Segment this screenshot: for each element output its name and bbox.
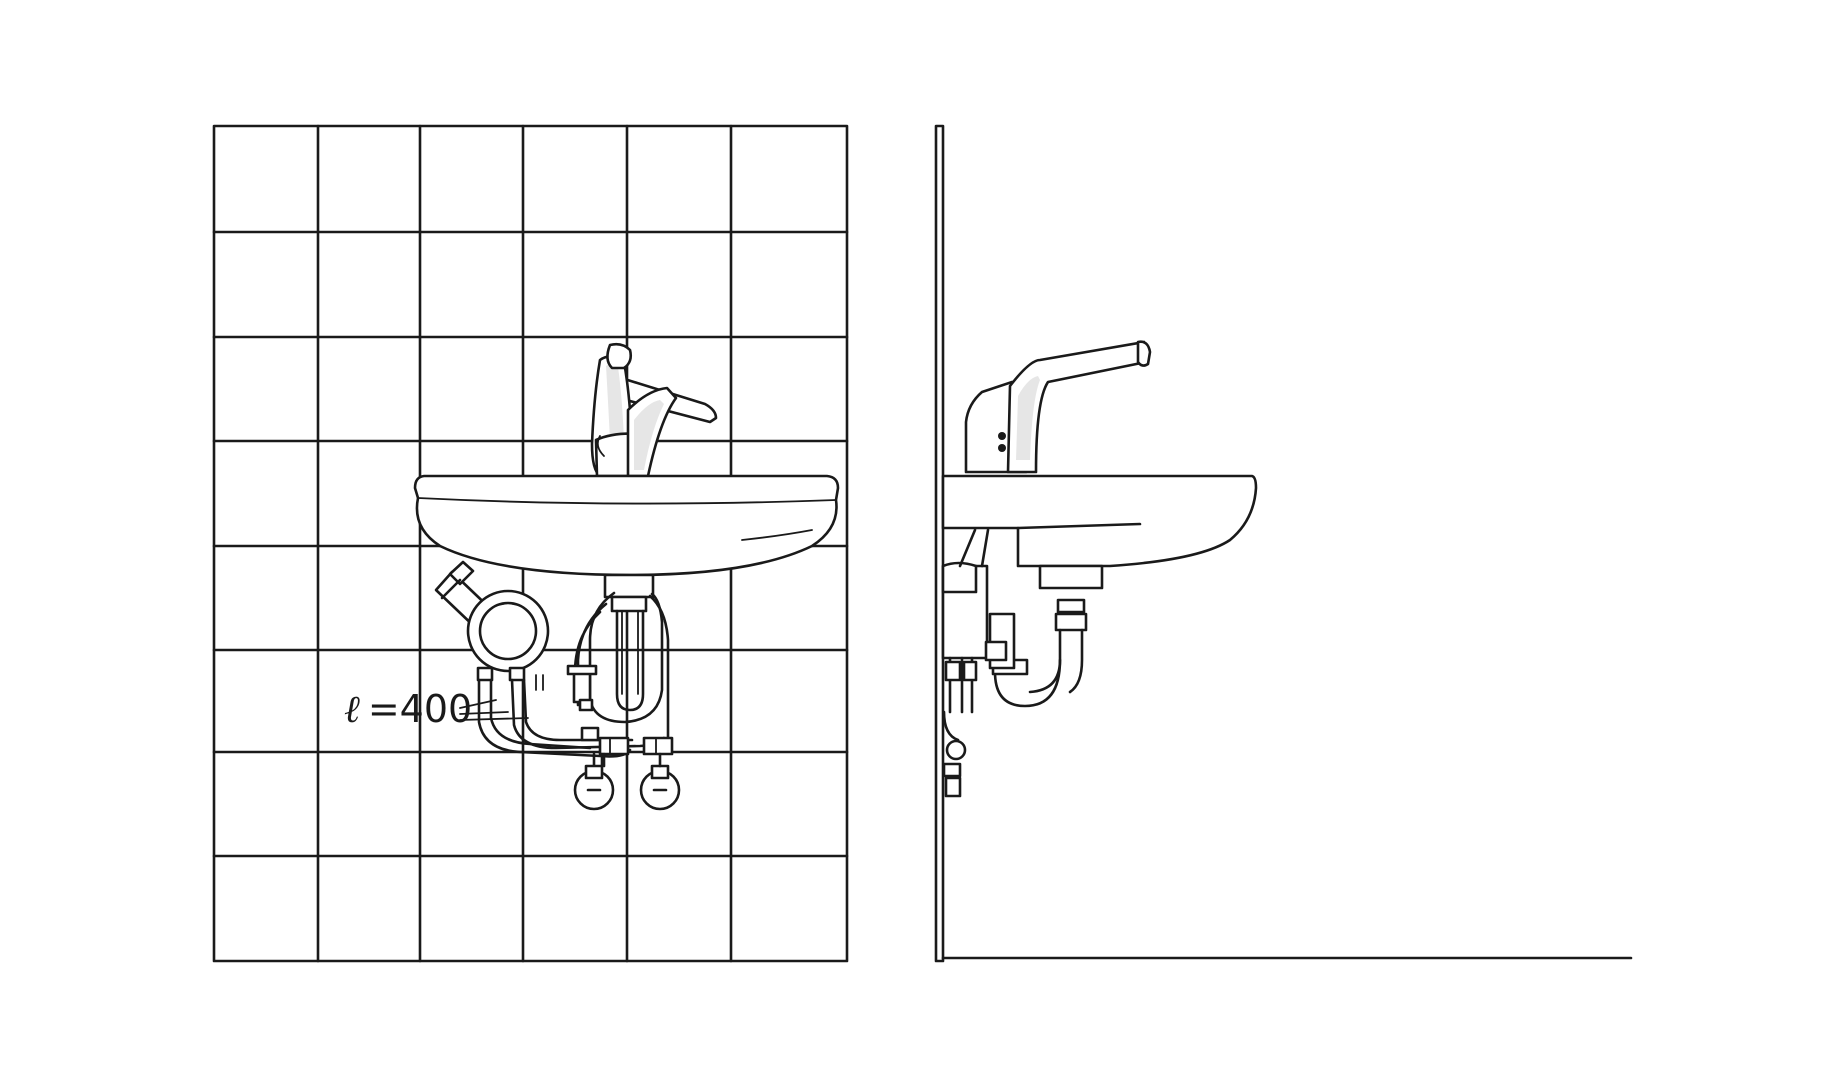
faucet-side [964, 340, 1152, 474]
side-view [934, 124, 1633, 963]
hose-length-callout: ℓ=400 [344, 674, 544, 731]
wall-and-floor [934, 124, 1633, 963]
length-symbol: ℓ [344, 687, 360, 731]
basin-front [413, 474, 840, 577]
hoses-front [573, 591, 670, 742]
faucet-front [590, 342, 718, 478]
basin-side [941, 474, 1258, 568]
trap-front [603, 573, 655, 712]
angle-valves [573, 752, 681, 811]
front-view: ℓ=400 [212, 124, 849, 963]
mixing-valve [434, 560, 550, 682]
mixing-valve-side [941, 528, 1016, 798]
hose-length-label: ℓ=400 [344, 687, 472, 731]
fittings [566, 664, 674, 756]
length-value: =400 [368, 687, 472, 731]
trap-side [991, 564, 1104, 708]
